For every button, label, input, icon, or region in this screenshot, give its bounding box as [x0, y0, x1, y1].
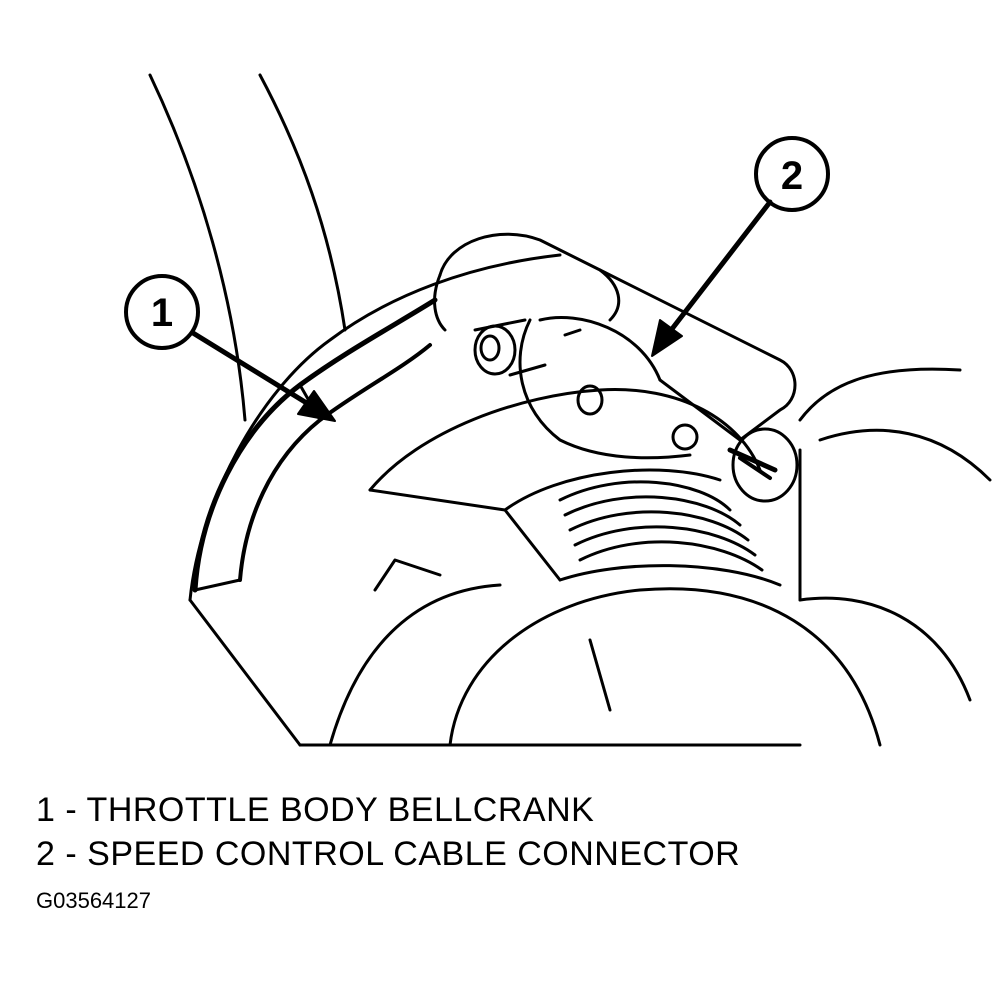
callout-2-number: 2 [781, 154, 803, 198]
threaded-region [558, 480, 764, 572]
legend-item: 2 - SPEED CONTROL CABLE CONNECTOR [36, 832, 740, 876]
figure-code: G03564127 [36, 888, 151, 913]
legend-separator: - [65, 791, 78, 829]
callout-2: 2 [754, 136, 830, 212]
lever-arm [433, 232, 797, 460]
bellcrank-part [192, 297, 438, 593]
callout-1: 1 [124, 274, 200, 350]
legend-number: 1 [36, 791, 56, 829]
callout-1-number: 1 [151, 291, 173, 335]
legend-separator: - [65, 835, 78, 873]
lower-cover [448, 587, 882, 747]
cable-connector-part [727, 427, 799, 503]
legend-number: 2 [36, 835, 56, 873]
legend-label: SPEED CONTROL CABLE CONNECTOR [87, 835, 741, 873]
legend-item: 1 - THROTTLE BODY BELLCRANK [36, 788, 740, 832]
legend: 1 - THROTTLE BODY BELLCRANK 2 - SPEED CO… [36, 788, 740, 876]
legend-label: THROTTLE BODY BELLCRANK [86, 791, 595, 829]
throttle-body-housing [188, 253, 802, 747]
callout-2-arrow [651, 199, 773, 357]
callout-1-arrow [190, 330, 336, 422]
intake-tube-lines [148, 73, 347, 422]
right-side-body [798, 367, 992, 702]
